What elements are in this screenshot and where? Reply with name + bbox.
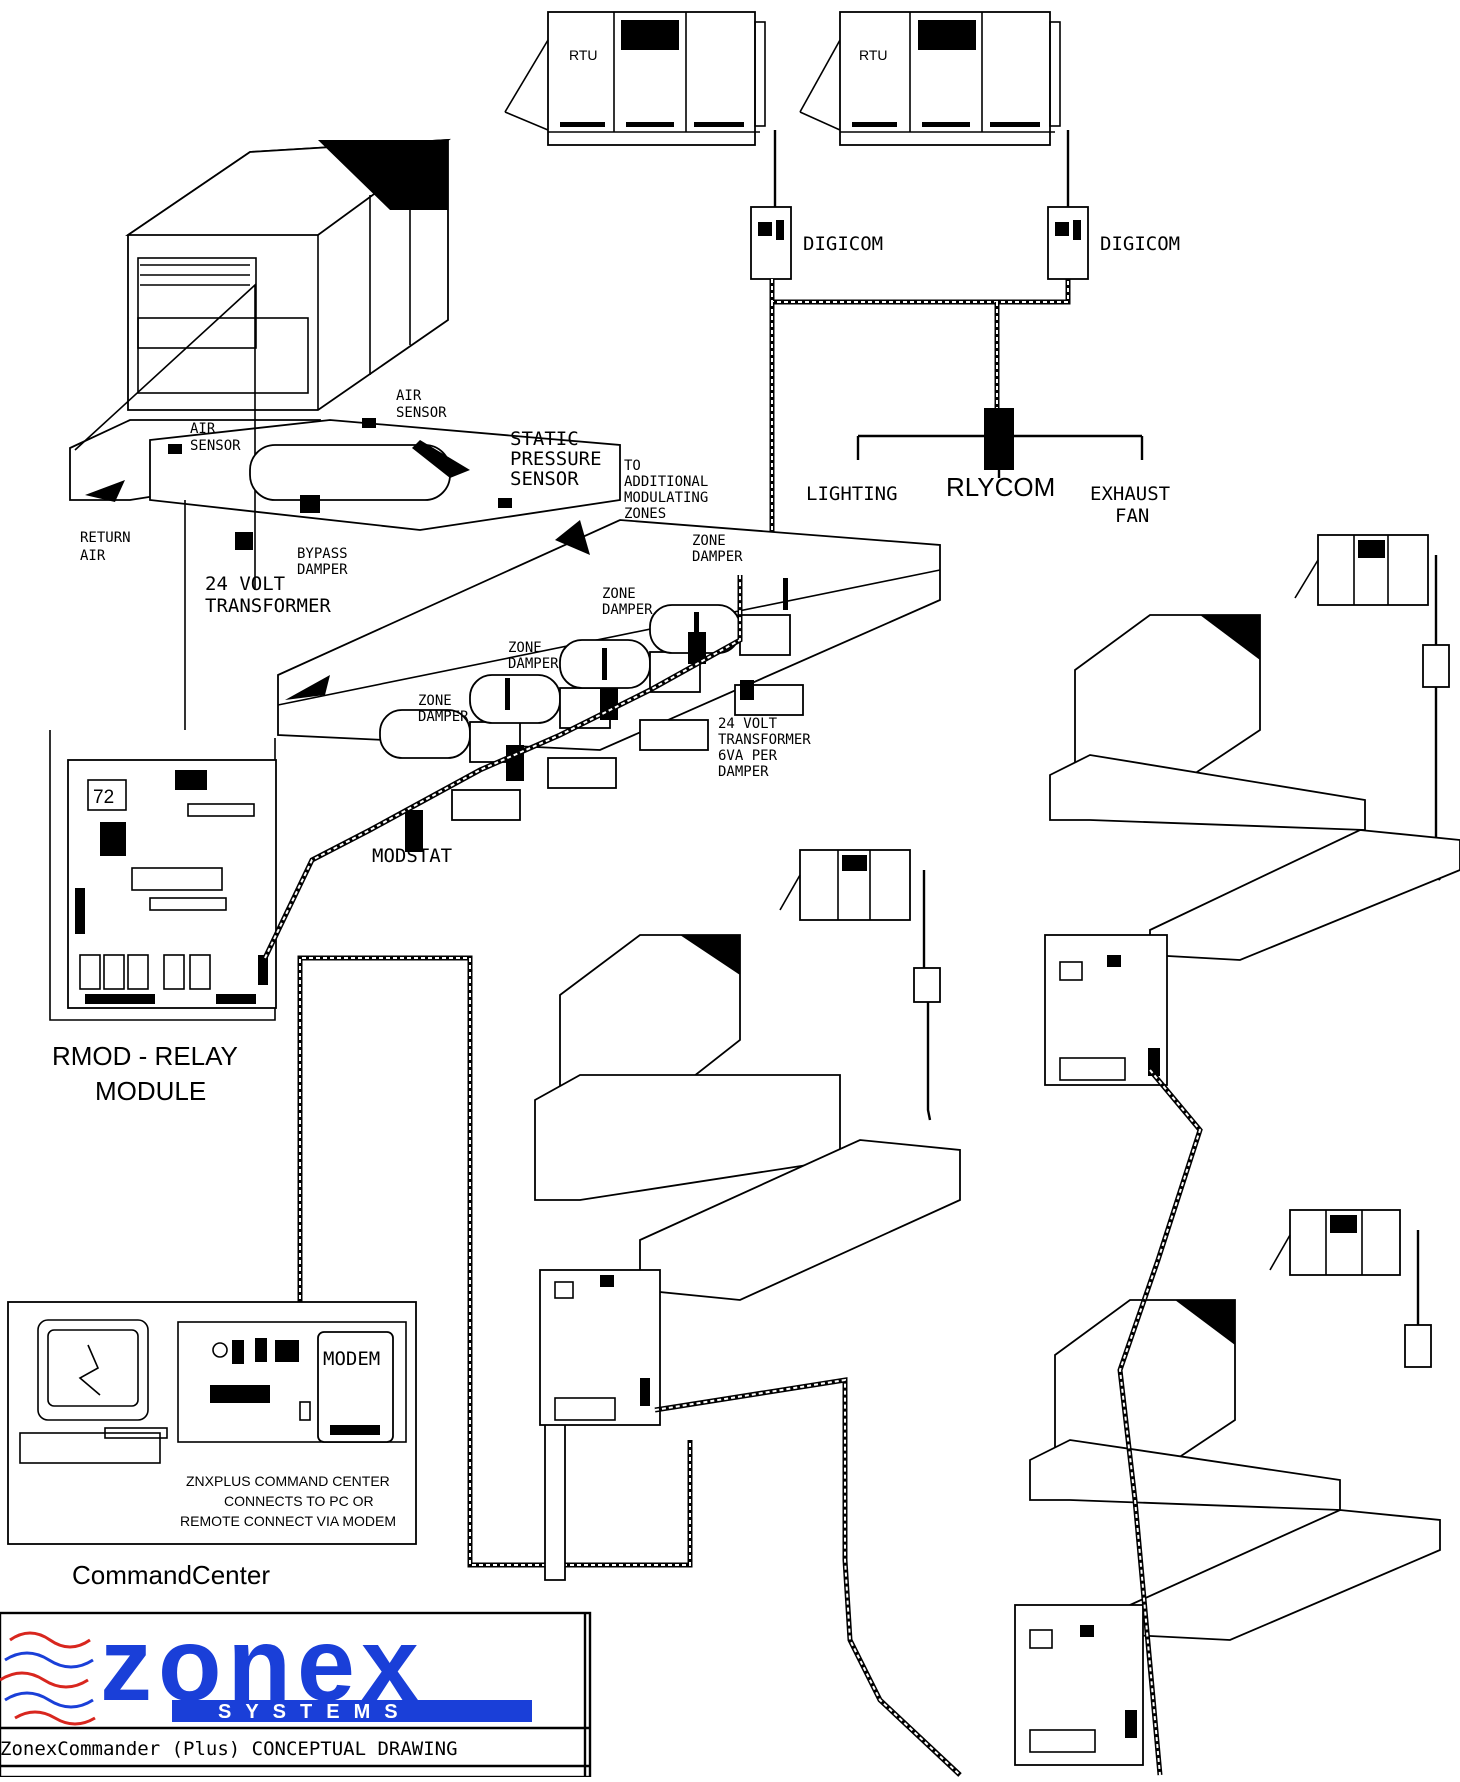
digicom-1: DIGICOM xyxy=(750,206,883,280)
zone-damper-label-1b: DAMPER xyxy=(692,549,743,565)
transformer-label-2: TRANSFORMER xyxy=(205,595,331,617)
rtu-unit-2: RTU xyxy=(799,11,1061,146)
zone-damper-label-4a: ZONE xyxy=(418,693,452,709)
rlycom: RLYCOM LIGHTING EXHAUST FAN xyxy=(806,408,1170,527)
transformer-va-label-1: 24 VOLT xyxy=(718,716,778,732)
zone-damper-label-2b: DAMPER xyxy=(602,602,653,618)
static-label-2: PRESSURE xyxy=(510,448,602,470)
zoned-system-3 xyxy=(1044,534,1460,1086)
title-block: zonex SYSTEMS ZonexCommander (Plus) CONC… xyxy=(0,1607,592,1779)
transformer-label-1: 24 VOLT xyxy=(205,573,285,595)
command-center: MODEM ZNXPLUS COMMAND CENTER CONNECTS TO… xyxy=(7,1301,417,1545)
zone-damper-label-3a: ZONE xyxy=(508,640,542,656)
rmod-label-1: RMOD - RELAY xyxy=(52,1041,238,1071)
rmod-relay-module: 72 xyxy=(67,759,277,1009)
zoned-system-4 xyxy=(1014,1209,1441,1766)
static-label-3: SENSOR xyxy=(510,468,579,490)
lighting-label: LIGHTING xyxy=(806,483,898,505)
rmod-label-2: MODULE xyxy=(95,1076,206,1106)
digicom-label-1: DIGICOM xyxy=(803,233,883,255)
zoned-system-2 xyxy=(534,849,961,1581)
logo-sub: SYSTEMS xyxy=(218,1701,412,1723)
rlycom-label: RLYCOM xyxy=(946,472,1055,502)
command-center-label: CommandCenter xyxy=(72,1560,270,1590)
modstat-label: MODSTAT xyxy=(372,845,452,867)
additional-label-1: TO xyxy=(624,458,641,474)
air-handler-main xyxy=(125,138,452,411)
cc-desc-3: REMOTE CONNECT VIA MODEM xyxy=(180,1513,396,1529)
rmod-display: 72 xyxy=(93,787,114,808)
static-label-1: STATIC xyxy=(510,428,579,450)
bypass-label-2: DAMPER xyxy=(297,562,348,578)
air-sensor-label-2a: AIR xyxy=(396,388,422,404)
cc-desc-1: ZNXPLUS COMMAND CENTER xyxy=(186,1473,390,1489)
air-sensor-label-1b: SENSOR xyxy=(190,438,241,454)
zone-damper-label-1a: ZONE xyxy=(692,533,726,549)
rtu-unit-1: RTU xyxy=(504,11,766,146)
zone-damper-label-4b: DAMPER xyxy=(418,709,469,725)
transformer-va-label-3: 6VA PER xyxy=(718,748,778,764)
additional-label-3: MODULATING xyxy=(624,490,708,506)
return-air-label-2: AIR xyxy=(80,548,106,564)
return-air-label-1: RETURN xyxy=(80,530,131,546)
cc-desc-2: CONNECTS TO PC OR xyxy=(224,1493,374,1509)
additional-label-2: ADDITIONAL xyxy=(624,474,708,490)
air-sensor-label-2b: SENSOR xyxy=(396,405,447,421)
exhaust-label-2: FAN xyxy=(1115,505,1149,527)
zone-damper-label-3b: DAMPER xyxy=(508,656,559,672)
drawing-title: ZonexCommander (Plus) CONCEPTUAL DRAWING xyxy=(0,1738,458,1760)
rtu-label-2: RTU xyxy=(859,47,888,63)
main-ductwork xyxy=(69,283,941,852)
digicom-label-2: DIGICOM xyxy=(1100,233,1180,255)
zone-damper-label-2a: ZONE xyxy=(602,586,636,602)
modem-label: MODEM xyxy=(323,1348,380,1370)
digicom-2: DIGICOM xyxy=(1047,206,1180,280)
bypass-label-1: BYPASS xyxy=(297,546,348,562)
transformer-va-label-2: TRANSFORMER xyxy=(718,732,811,748)
additional-label-4: ZONES xyxy=(624,506,666,522)
air-sensor-label-1a: AIR xyxy=(190,421,216,437)
rtu-label-1: RTU xyxy=(569,47,598,63)
exhaust-label-1: EXHAUST xyxy=(1090,483,1170,505)
swirl-logo-icon xyxy=(0,1631,96,1726)
transformer-va-label-4: DAMPER xyxy=(718,764,769,780)
